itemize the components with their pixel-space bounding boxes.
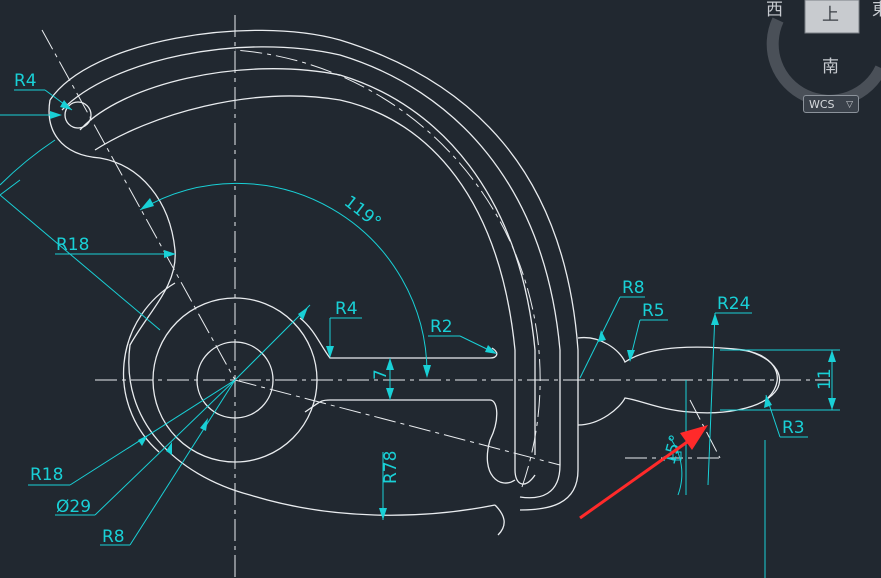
view-cube[interactable]: 上 西 南 東 bbox=[766, 0, 881, 107]
dimension-lines bbox=[0, 89, 840, 578]
dim-r4-top: R4 bbox=[14, 71, 37, 91]
view-cube-south-label: 南 bbox=[822, 57, 839, 77]
dim-fifteen: 15° bbox=[660, 433, 687, 467]
view-cube-east-label: 東 bbox=[872, 0, 881, 20]
part-outline bbox=[48, 29, 781, 536]
dim-r8-bottom: R8 bbox=[102, 527, 125, 547]
dim-r4-mid: R4 bbox=[335, 299, 358, 319]
dim-r18-left: R18 bbox=[56, 235, 89, 255]
dim-eleven: 11 bbox=[815, 368, 835, 390]
dim-diameter-29: Ø29 bbox=[56, 497, 91, 517]
view-cube-west-label: 西 bbox=[766, 0, 783, 20]
dim-r24: R24 bbox=[717, 294, 750, 314]
dim-r5: R5 bbox=[642, 301, 665, 321]
dim-r78: R78 bbox=[381, 451, 401, 484]
wcs-label: WCS bbox=[809, 98, 835, 111]
dim-r2: R2 bbox=[430, 317, 453, 337]
wcs-dropdown[interactable]: WCS ▽ bbox=[803, 95, 859, 113]
dim-r3: R3 bbox=[782, 418, 805, 438]
dim-angle-119: 119° bbox=[340, 192, 385, 233]
center-lines bbox=[41, 15, 830, 578]
dim-r18-bottom: R18 bbox=[30, 465, 63, 485]
view-cube-top-face bbox=[804, 0, 860, 34]
dim-r8-right: R8 bbox=[622, 278, 645, 298]
view-cube-top-label: 上 bbox=[822, 5, 839, 25]
dim-seven: 7 bbox=[371, 369, 391, 380]
red-arrow-annotation bbox=[579, 425, 708, 520]
chevron-down-icon: ▽ bbox=[846, 100, 853, 110]
